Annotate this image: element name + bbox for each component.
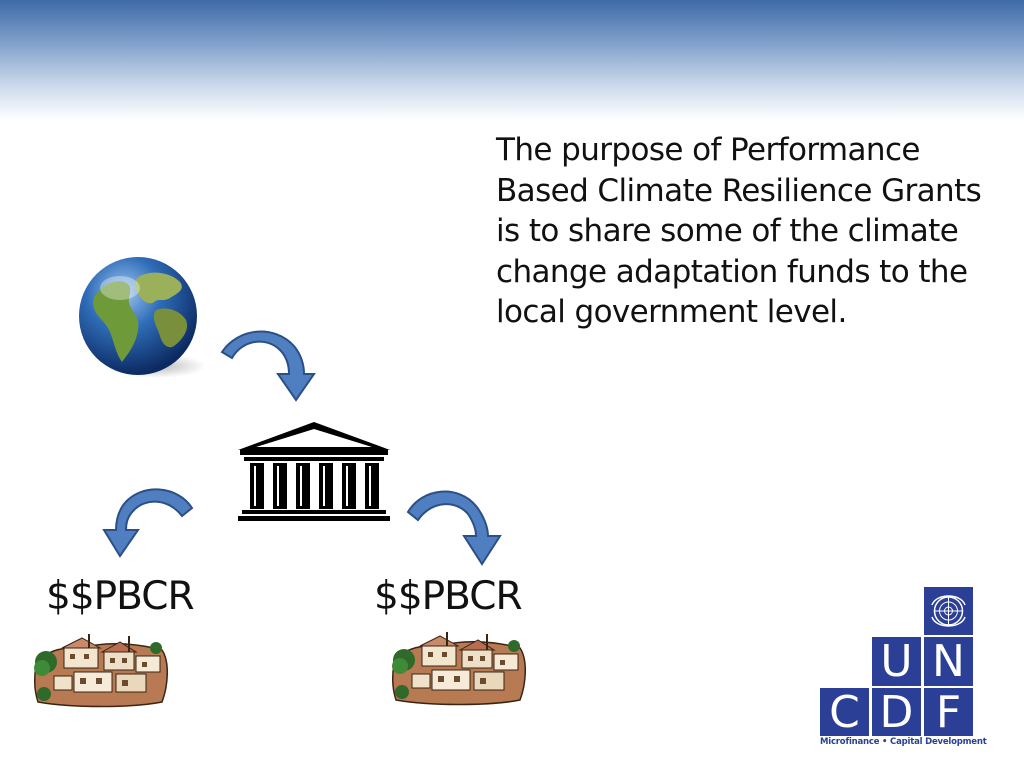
logo-letter-n: N [924,636,973,687]
logo-letter-f: F [924,687,973,738]
header-gradient-band [0,0,1024,120]
slide-body-text: The purpose of Performance Based Climate… [496,130,982,333]
body-text-line: is to share some of the climate [496,213,959,249]
left-pbcr-label: $$PBCR [46,574,195,619]
curved-arrow-icon [102,488,194,558]
logo-letter-c: C [820,687,869,738]
body-text-line: change adaptation funds to the [496,253,968,290]
government-building-icon [238,422,390,521]
body-text-line: The purpose of Performance [496,132,920,168]
body-text-line: local government level. [496,294,847,330]
curved-arrow-icon [220,330,316,402]
right-pbcr-label: $$PBCR [374,574,523,619]
logo-letter-d: D [872,687,921,738]
logo-tagline: Microfinance • Capital Development [820,737,987,747]
village-icon [33,634,168,708]
curved-arrow-icon [406,490,502,566]
village-icon [391,632,526,706]
body-text-line: Based Climate Resilience Grants [496,172,982,209]
un-emblem-icon [924,587,973,635]
logo-letter-u: U [872,636,921,687]
globe-icon [79,257,206,378]
